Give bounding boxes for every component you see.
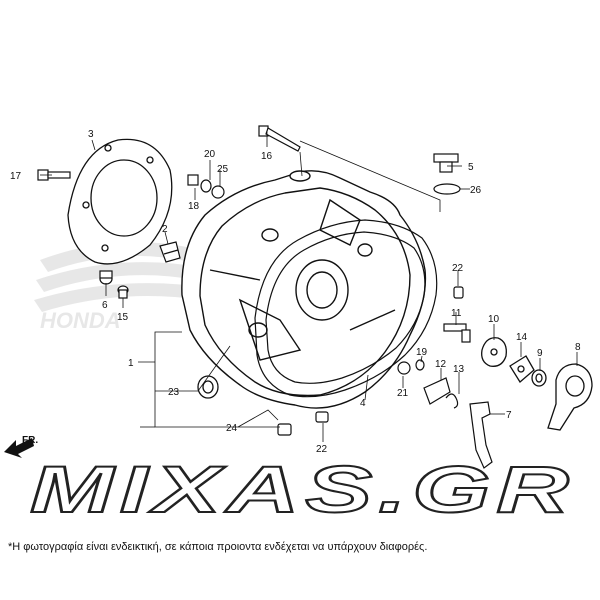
label-18: 18 [188,201,200,212]
front-direction-arrow: FR. [4,435,38,458]
label-12: 12 [435,359,447,370]
dowel-24 [277,423,292,436]
watermark-site-text: MIXAS.GR [30,452,575,526]
oring-26 [433,183,461,195]
label-5: 5 [468,162,474,173]
label-14: 14 [516,332,528,343]
label-22a: 22 [452,263,464,274]
shield-plate [67,138,173,265]
label-7: 7 [506,410,512,421]
washer-20 [200,179,212,193]
lever-7 [469,401,493,469]
part-labels: 3 17 2 6 15 16 20 25 18 5 26 22 11 10 14… [10,129,581,455]
label-16: 16 [261,151,273,162]
gasket-4 [254,219,438,398]
washer-19 [415,359,425,371]
label-1: 1 [128,358,134,369]
label-6: 6 [102,300,108,311]
label-8: 8 [575,342,581,353]
label-13: 13 [453,364,465,375]
label-22b: 22 [316,444,328,455]
dowel-pin-22a [453,286,464,299]
grommet-2 [159,241,181,263]
oring-25 [211,185,225,199]
label-4: 4 [360,398,366,409]
stud-11 [443,323,471,343]
nut-18 [187,174,199,186]
collar-6 [99,270,113,285]
label-10: 10 [488,314,500,325]
cover-8 [547,363,593,431]
label-23: 23 [168,387,180,398]
label-15: 15 [117,312,129,323]
label-26: 26 [470,185,482,196]
label-2: 2 [162,224,168,235]
dowel-pin-22b [315,411,329,423]
holder-14 [509,355,535,383]
disclaimer-text: *Η φωτογραφία είναι ενδεικτική, σε κάποι… [8,541,428,553]
bolt-15 [117,285,129,299]
arm-12 [423,377,451,405]
oil-seal-23 [197,375,219,399]
crankcase-cover [181,170,427,409]
seal-9 [531,369,547,387]
label-9: 9 [537,348,543,359]
honda-watermark-text: HONDA [40,308,121,333]
label-21: 21 [397,388,409,399]
label-3: 3 [88,129,94,140]
label-20: 20 [204,149,216,160]
mixas-watermark: MIXAS.GR [29,451,575,527]
label-11: 11 [451,308,462,319]
front-label: FR. [22,435,38,446]
label-24: 24 [226,423,238,434]
leader-lines [40,131,578,442]
label-17: 17 [10,171,22,182]
spring-13 [445,393,459,409]
bolt-16 [258,125,301,152]
filler-cap-5 [433,153,459,173]
label-19: 19 [416,347,428,358]
label-25: 25 [217,164,229,175]
cam-10 [481,337,507,367]
oring-21 [397,361,411,375]
